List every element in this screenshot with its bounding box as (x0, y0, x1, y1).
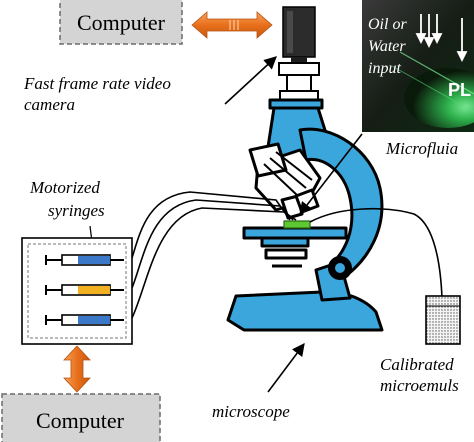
camera-label-line1: Fast frame rate video (23, 74, 171, 93)
inset-input-line2: Water (368, 38, 406, 55)
computer-top-box: Computer (59, 0, 183, 45)
syringes-label-line2: syringes (48, 201, 105, 220)
microfluidic-inset-photo: Oil or Water input PL (362, 0, 474, 132)
microfluidic-pointer (299, 133, 363, 216)
syringes-label-line1: Motorized (29, 178, 100, 197)
microfluidic-label: Microfluia (385, 139, 458, 158)
inset-chip-label: PL (448, 80, 471, 100)
microscope-pointer (267, 342, 305, 393)
inset-input-line1: Oil or (368, 16, 407, 33)
computer-bottom-label: Computer (36, 408, 125, 433)
collection-vial-icon (425, 295, 461, 345)
camera-annotation: Fast frame rate video camera (23, 56, 277, 114)
microscope-icon (226, 98, 384, 332)
computer-top-label: Computer (77, 10, 166, 35)
tubing-outlet (309, 208, 443, 299)
tubing-inlets (131, 191, 297, 319)
video-camera-icon (278, 6, 320, 102)
data-link-arrow-bottom (63, 345, 91, 393)
inset-input-line3: input (368, 60, 401, 77)
calibrated-label-line1: Calibrated (380, 355, 454, 374)
syringe-icon (45, 254, 124, 326)
calibrated-label-line2: microemuls (380, 376, 459, 395)
microscope-label: microscope (212, 402, 290, 421)
data-link-arrow-top (191, 11, 273, 39)
inset-input-arrows (415, 14, 468, 63)
computer-bottom-box: Computer (1, 393, 161, 442)
camera-label-line2: camera (24, 95, 75, 114)
